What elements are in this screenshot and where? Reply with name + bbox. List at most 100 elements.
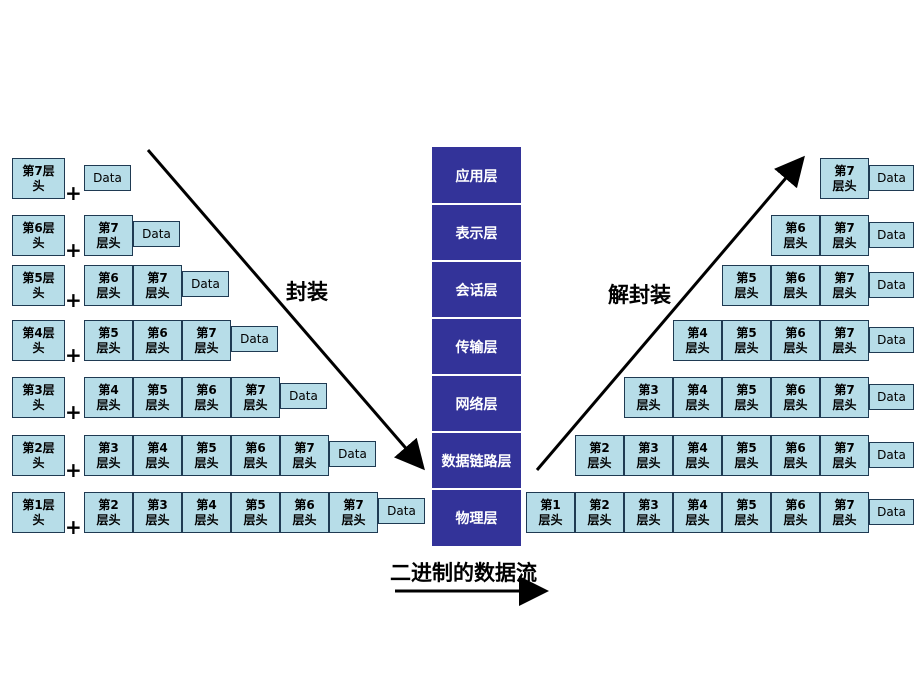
header-line-2: 层头 — [96, 285, 121, 300]
data-box: Data — [133, 221, 180, 247]
header-line-1: 第4 — [687, 382, 708, 397]
header-line-2: 层头 — [832, 455, 857, 470]
layer-separator — [432, 317, 521, 319]
layer-separator — [432, 260, 521, 262]
header-line-1: 第5 — [736, 270, 757, 285]
header-line-1: 第3 — [638, 497, 659, 512]
header-line-2: 层头 — [96, 512, 121, 527]
header-line-2: 头 — [32, 512, 45, 527]
header-line-1: 第7 — [294, 440, 315, 455]
header-line-1: 第6 — [785, 382, 806, 397]
header-line-1: 第5 — [736, 497, 757, 512]
header-line-1: 第7 — [98, 220, 119, 235]
data-box: Data — [84, 165, 131, 191]
header-line-1: 第7 — [147, 270, 168, 285]
header-line-1: 第6 — [785, 325, 806, 340]
osi-layer: 传输层 — [432, 318, 521, 375]
header-line-1: 第2 — [589, 497, 610, 512]
header-line-2: 层头 — [734, 512, 759, 527]
header-line-1: 第7 — [834, 382, 855, 397]
header-line-2: 层头 — [783, 285, 808, 300]
header-line-2: 层头 — [832, 178, 857, 193]
header-line-2: 头 — [32, 178, 45, 193]
osi-layer: 网络层 — [432, 375, 521, 432]
header-line-1: 第6 — [294, 497, 315, 512]
header-line-2: 层头 — [96, 235, 121, 250]
header-line-1: 第3层 — [22, 382, 55, 397]
layer-header-box: 第4层头 — [12, 320, 65, 361]
osi-layer: 数据链路层 — [432, 432, 521, 489]
header-text: 第3层头 — [22, 383, 54, 413]
header-line-2: 层头 — [145, 512, 170, 527]
header-line-1: 第6 — [785, 220, 806, 235]
header-line-2: 层头 — [194, 340, 219, 355]
header-line-1: 第5 — [736, 440, 757, 455]
header-line-2: 层头 — [783, 455, 808, 470]
header-line-1: 第4层 — [22, 325, 55, 340]
header-line-2: 层头 — [734, 285, 759, 300]
data-box: Data — [182, 271, 229, 297]
data-box: Data — [869, 222, 914, 248]
header-line-2: 层头 — [538, 512, 563, 527]
header-line-2: 层头 — [783, 512, 808, 527]
header-line-2: 层头 — [783, 340, 808, 355]
header-line-1: 第6 — [98, 270, 119, 285]
header-line-1: 第7 — [834, 325, 855, 340]
header-line-2: 层头 — [636, 512, 661, 527]
plus-sign: + — [65, 458, 82, 482]
header-line-1: 第7 — [196, 325, 217, 340]
bitstream-label: 二进制的数据流 — [390, 561, 537, 585]
osi-layer: 物理层 — [432, 489, 521, 546]
data-box: Data — [869, 499, 914, 525]
osi-layer: 应用层 — [432, 147, 521, 204]
layer-separator — [432, 374, 521, 376]
header-line-2: 层头 — [243, 512, 268, 527]
header-text: 第7层头 — [22, 164, 54, 194]
header-line-1: 第5 — [147, 382, 168, 397]
header-line-1: 第3 — [98, 440, 119, 455]
